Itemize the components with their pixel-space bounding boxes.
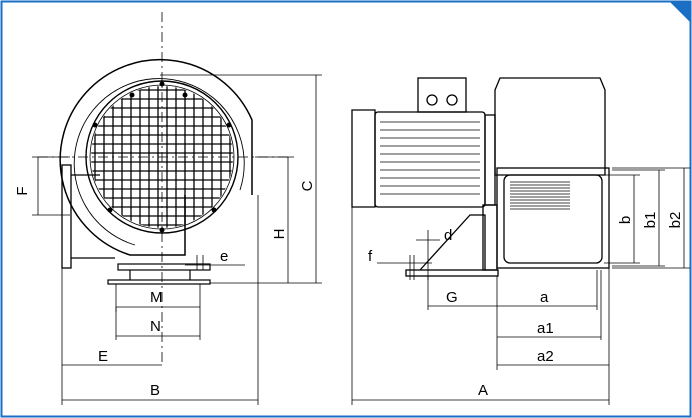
dim-label-a2: a2 (537, 348, 554, 365)
motor-stand (419, 214, 486, 271)
dim-label-M: M (150, 289, 163, 306)
outlet-flange (61, 164, 72, 269)
dim-label-d: d (444, 227, 452, 244)
front-view-dimensions (351, 167, 690, 405)
dim-label-B: B (150, 382, 160, 399)
motor-endcap (351, 109, 376, 208)
terminal-box (417, 77, 467, 113)
dim-label-A: A (478, 382, 488, 399)
cable-gland-right (446, 94, 458, 106)
side-view-dimensions (32, 74, 322, 405)
dim-label-a1: a1 (537, 320, 554, 337)
dim-label-G: G (446, 289, 458, 306)
fan-housing-top (494, 77, 606, 176)
dim-label-b2: b2 (667, 212, 684, 229)
inlet-grille (85, 80, 239, 234)
dim-label-F: F (14, 186, 31, 195)
side-view (38, 12, 290, 365)
front-view (351, 77, 610, 277)
dim-label-H: H (271, 229, 288, 240)
outlet-louvres (510, 181, 570, 210)
motor-body (374, 111, 486, 208)
dim-label-E: E (98, 348, 108, 365)
grille-bolts (92, 81, 232, 233)
dim-label-e: e (220, 248, 228, 265)
dim-label-b1: b1 (642, 212, 659, 229)
dim-label-C: C (299, 180, 316, 191)
dim-label-a: a (540, 289, 549, 306)
outlet-box (496, 167, 610, 269)
base-plate (107, 279, 211, 285)
motor-fins (380, 121, 480, 195)
corner-mark (670, 2, 690, 22)
side-base (117, 263, 211, 271)
dim-label-N: N (150, 318, 161, 335)
cable-gland-left (426, 94, 438, 106)
dim-label-b: b (617, 216, 634, 224)
volute-housing (59, 58, 253, 256)
front-base (405, 269, 499, 277)
dim-label-f: f (368, 248, 373, 265)
